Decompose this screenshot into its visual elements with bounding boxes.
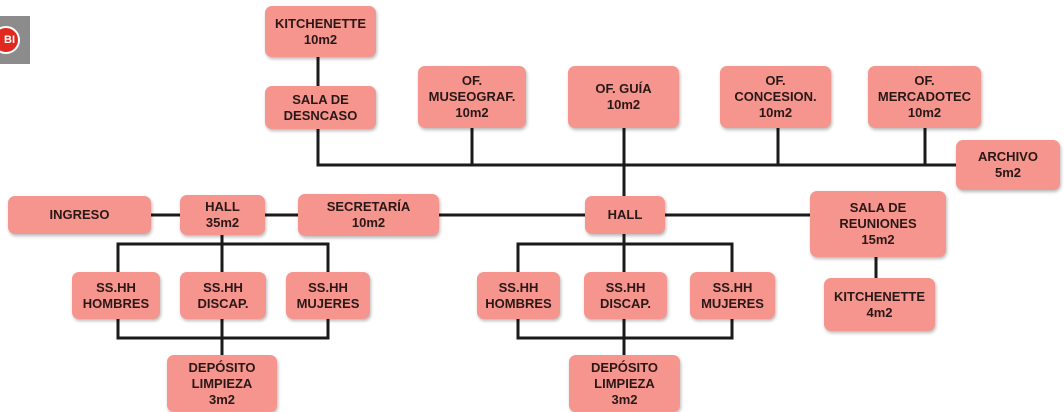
node-deposito-limpieza-left: DEPÓSITO LIMPIEZA 3m2: [167, 355, 277, 412]
node-sshh-discap-right: SS.HH DISCAP.: [584, 272, 667, 319]
node-of-mercadotec: OF. MERCADOTEC 10m2: [868, 66, 981, 128]
node-sshh-discap-left: SS.HH DISCAP.: [180, 272, 266, 319]
node-kitchenette-4m2: KITCHENETTE 4m2: [824, 278, 935, 331]
node-secretaria: SECRETARÍA 10m2: [298, 194, 439, 236]
node-archivo: ARCHIVO 5m2: [956, 140, 1060, 190]
node-sshh-hombres-right: SS.HH HOMBRES: [477, 272, 560, 319]
node-deposito-limpieza-right: DEPÓSITO LIMPIEZA 3m2: [569, 355, 680, 412]
node-of-museograf: OF. MUSEOGRAF. 10m2: [418, 66, 526, 128]
node-kitchenette-10m2: KITCHENETTE 10m2: [265, 6, 376, 57]
logo: BI: [0, 16, 30, 64]
node-sshh-hombres-left: SS.HH HOMBRES: [72, 272, 160, 319]
node-sshh-mujeres-right: SS.HH MUJERES: [690, 272, 775, 319]
node-sala-reuniones: SALA DE REUNIONES 15m2: [810, 191, 946, 257]
node-hall-35m2: HALL 35m2: [180, 195, 265, 235]
node-of-concesion: OF. CONCESION. 10m2: [720, 66, 831, 128]
node-sala-descanso: SALA DE DESNCASO: [265, 86, 376, 129]
node-of-guia: OF. GUÍA 10m2: [568, 66, 679, 128]
node-ingreso: INGRESO: [8, 196, 151, 234]
logo-badge-icon: BI: [0, 26, 20, 54]
node-hall-center: HALL: [585, 196, 665, 234]
node-sshh-mujeres-left: SS.HH MUJERES: [286, 272, 370, 319]
